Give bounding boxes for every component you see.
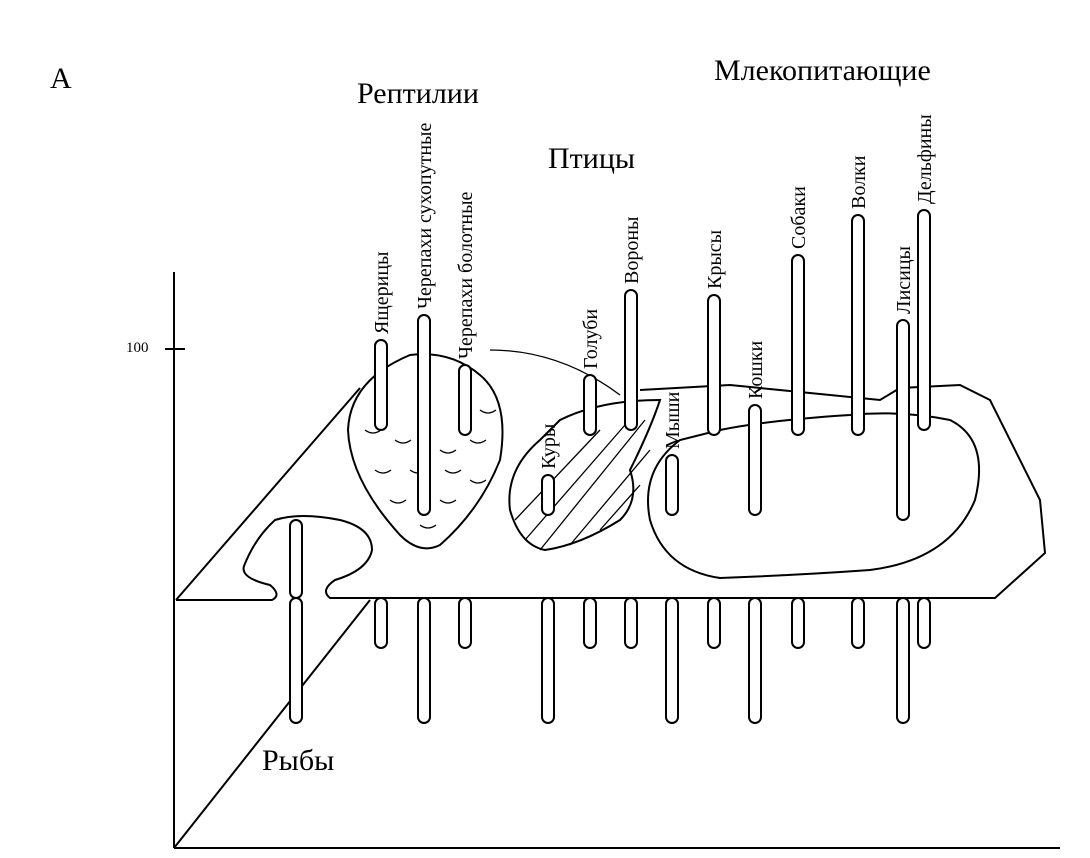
- pillar-0: [289, 519, 303, 724]
- pillar-lower: [624, 597, 638, 649]
- group-label-reptiles: Рептилии: [357, 77, 479, 110]
- pillar-upper: [458, 364, 472, 436]
- link-curve: [489, 349, 621, 396]
- pillar-10: Собаки: [788, 186, 810, 649]
- pillar-upper: [289, 519, 303, 599]
- pillar-12: Лисицы: [893, 246, 915, 724]
- pillar-lower: [707, 597, 721, 649]
- pillar-5: Голуби: [580, 309, 602, 649]
- pillar-lower: [583, 597, 597, 649]
- pillar-7: Мыши: [662, 391, 684, 724]
- group-label-fish: Рыбы: [262, 744, 334, 777]
- pillar-label: Собаки: [788, 186, 810, 249]
- pillar-9: Кошки: [745, 341, 767, 724]
- pillar-lower: [748, 597, 762, 724]
- pillar-3: Черепахи болотные: [455, 191, 477, 649]
- pillar-lower: [417, 597, 431, 724]
- mammals-region: [647, 412, 981, 580]
- pillar-lower: [851, 597, 865, 649]
- panel-label: A: [50, 62, 72, 95]
- pillar-label: Черепахи сухопутные: [414, 123, 436, 309]
- z-axis: [173, 599, 371, 849]
- pillar-label: Кошки: [745, 341, 767, 399]
- pillar-label: Лисицы: [893, 246, 915, 314]
- pillar-label: Волки: [848, 155, 870, 209]
- reptile-scales: [364, 409, 497, 529]
- group-label-mammals: Млекопитающие: [714, 54, 931, 87]
- pillar-2: Черепахи сухопутные: [414, 123, 436, 724]
- pillar-1: Ящерицы: [371, 252, 393, 649]
- pillar-upper: [748, 404, 762, 516]
- pillar-lower: [917, 597, 931, 649]
- pillar-8: Крысы: [704, 230, 726, 649]
- pillar-lower: [896, 597, 910, 724]
- pillar-label: Крысы: [704, 230, 726, 289]
- y-tick-label: 100: [126, 340, 149, 356]
- pillar-label: Черепахи болотные: [455, 191, 477, 359]
- group-label-birds: Птицы: [548, 142, 635, 175]
- pillar-6: Вороны: [621, 217, 643, 649]
- pillar-label: Ящерицы: [371, 252, 393, 334]
- pillar-upper: [896, 319, 910, 521]
- pillar-upper: [851, 214, 865, 436]
- birds-hatching: [514, 419, 651, 551]
- pillar-upper: [917, 209, 931, 431]
- birds-region: [508, 398, 662, 552]
- pillar-label: Вороны: [621, 217, 643, 284]
- pillar-lower: [458, 597, 472, 649]
- pillar-lower: [374, 597, 388, 649]
- pillar-label: Мыши: [662, 391, 684, 449]
- pillar-upper: [374, 339, 388, 431]
- pillar-11: Волки: [848, 155, 870, 649]
- pillar-lower: [289, 597, 303, 724]
- pillar-upper: [791, 254, 805, 436]
- pillar-lower: [665, 597, 679, 724]
- pillar-upper: [583, 374, 597, 436]
- pillar-upper: [541, 474, 555, 516]
- pillar-label: Куры: [538, 424, 560, 469]
- pillar-upper: [707, 294, 721, 436]
- pillar-label: Голуби: [580, 309, 602, 369]
- pillar-lower: [791, 597, 805, 649]
- pillar-upper: [665, 454, 679, 516]
- pillar-label: Дельфины: [914, 114, 936, 204]
- pillar-lower: [541, 597, 555, 724]
- pillar-4: Куры: [538, 424, 560, 724]
- reptiles-region: [346, 353, 504, 550]
- pillar-13: Дельфины: [914, 114, 936, 649]
- pillar-upper: [624, 289, 638, 431]
- pillar-upper: [417, 314, 431, 516]
- plane-outline: [175, 383, 1047, 601]
- pillars: Ящерицы Черепахи сухопутные Черепахи болот…: [289, 114, 936, 724]
